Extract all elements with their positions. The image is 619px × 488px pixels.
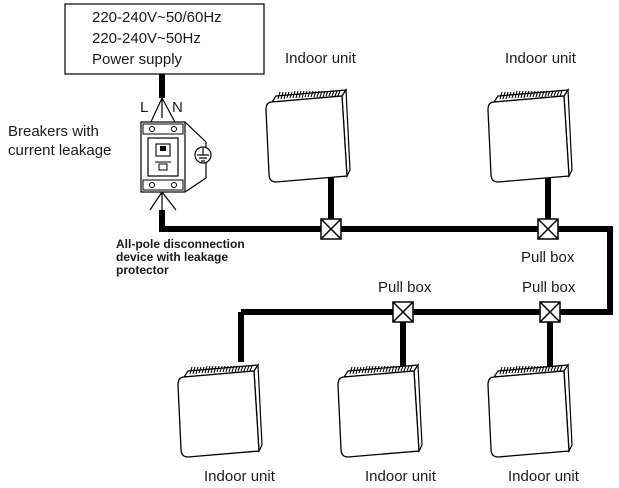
main-wiring <box>159 165 613 372</box>
pull-box-upper-left <box>320 218 342 240</box>
breaker-label-line2: current leakage <box>8 142 111 159</box>
pull-box-label-lower-left: Pull box <box>378 279 432 296</box>
indoor-unit-label-bottom-middle: Indoor unit <box>365 468 437 485</box>
pull-box-upper-right <box>537 218 559 240</box>
power-supply-box: 220-240V~50/60Hz 220-240V~50Hz Power sup… <box>64 3 265 75</box>
indoor-unit-top-left <box>265 89 351 183</box>
pull-box-label-lower-right: Pull box <box>522 279 576 296</box>
indoor-unit-label-bottom-right: Indoor unit <box>508 468 580 485</box>
earth-ground-icon <box>194 146 212 164</box>
pull-box-lower-right <box>539 301 561 323</box>
indoor-unit-label-top-right: Indoor unit <box>505 50 577 67</box>
indoor-unit-bottom-left <box>177 364 263 458</box>
terminal-n-label: N <box>172 99 183 116</box>
disconnect-label-line2: device with leakage <box>116 250 228 264</box>
supply-voltage-line1: 220-240V~50/60Hz <box>92 9 222 26</box>
disconnect-label-line3: protector <box>116 263 169 277</box>
disconnect-label-line1: All-pole disconnection <box>116 237 245 251</box>
breaker-label-line1: Breakers with <box>8 123 99 140</box>
pull-box-lower-left <box>392 301 414 323</box>
indoor-unit-bottom-middle <box>337 364 423 458</box>
indoor-unit-label-bottom-left: Indoor unit <box>204 468 276 485</box>
terminal-l-label: L <box>140 99 148 116</box>
pull-box-label-upper-right: Pull box <box>521 249 575 266</box>
indoor-unit-label-top-left: Indoor unit <box>285 50 357 67</box>
supply-voltage-line2: 220-240V~50Hz <box>92 30 201 47</box>
indoor-unit-top-right <box>487 89 573 183</box>
supply-label: Power supply <box>92 51 183 68</box>
breaker: L N <box>140 97 207 211</box>
indoor-unit-bottom-right <box>487 364 573 458</box>
